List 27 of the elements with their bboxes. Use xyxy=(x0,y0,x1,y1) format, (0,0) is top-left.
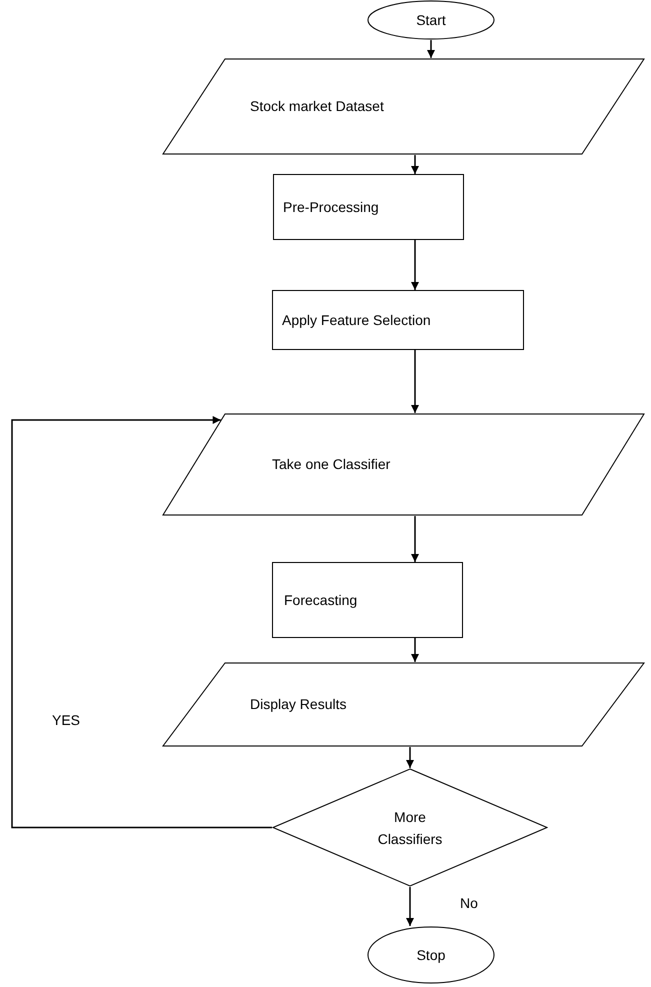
process-box xyxy=(272,562,463,638)
arrow xyxy=(411,350,419,413)
terminal-ellipse xyxy=(367,926,495,984)
terminal-ellipse xyxy=(367,0,495,40)
decision-diamond xyxy=(272,768,548,887)
data-parallelogram xyxy=(162,58,645,155)
process-box xyxy=(273,174,464,240)
node-label: Forecasting xyxy=(284,590,358,610)
arrow xyxy=(406,887,414,926)
arrow xyxy=(427,40,435,58)
arrow xyxy=(411,240,419,290)
data-parallelogram xyxy=(162,662,645,747)
node-label: Start xyxy=(416,10,446,30)
node-label: Pre-Processing xyxy=(283,198,379,217)
process-box xyxy=(272,290,524,350)
data-parallelogram xyxy=(162,413,645,516)
arrow xyxy=(406,747,414,768)
arrow xyxy=(411,516,419,562)
node-label: Take one Classifier xyxy=(272,455,390,474)
arrow xyxy=(411,155,419,174)
node-label: Stop xyxy=(416,946,446,965)
arrow xyxy=(411,638,419,662)
node-label: More Classifiers xyxy=(376,808,444,848)
node-label: Apply Feature Selection xyxy=(282,310,431,330)
node-label: Display Results xyxy=(250,695,346,714)
node-label: Stock market Dataset xyxy=(250,97,384,116)
arrow xyxy=(11,416,272,828)
